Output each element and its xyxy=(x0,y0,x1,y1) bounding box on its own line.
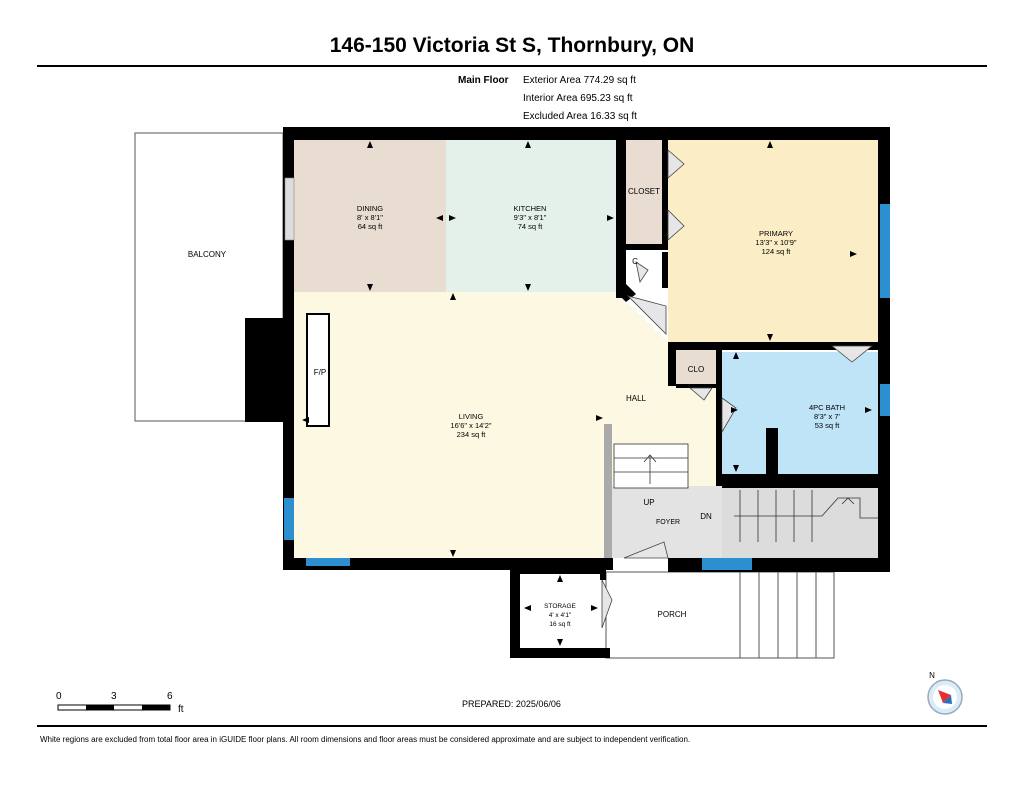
balcony-door xyxy=(284,177,295,241)
fireplace-label: F/P xyxy=(313,368,327,377)
room-living: LIVING 16'6" x 14'2" 234 sq ft xyxy=(450,412,491,439)
room-name: PRIMARY xyxy=(758,229,794,238)
north-label: N xyxy=(929,671,935,680)
room-name: STORAGE xyxy=(544,603,576,610)
closet-label: CLOSET xyxy=(627,187,661,196)
room-primary: PRIMARY 13'3" x 10'9" 124 sq ft xyxy=(755,229,796,256)
porch-label: PORCH xyxy=(657,610,687,619)
room-name: 4PC BATH xyxy=(808,403,846,412)
stairs-down-label: DN xyxy=(700,512,712,521)
room-dims: 4' x 4'1" xyxy=(548,612,572,619)
stairs-up-treads xyxy=(614,454,688,484)
footer-rule xyxy=(37,725,987,727)
kitchen-fill xyxy=(446,140,616,292)
scale-tick-0: 0 xyxy=(56,691,62,702)
fireplace-hearth xyxy=(306,313,330,427)
primary-fill xyxy=(668,140,880,342)
room-kitchen: KITCHEN 9'3" x 8'1" 74 sq ft xyxy=(514,204,547,231)
floor-name: Main Floor xyxy=(458,75,509,86)
exterior-area: Exterior Area 774.29 sq ft xyxy=(523,75,636,86)
stairs-down-treads xyxy=(734,490,878,542)
room-area: 74 sq ft xyxy=(517,222,543,231)
footer-note: White regions are excluded from total fl… xyxy=(40,735,691,744)
room-dims: 9'3" x 8'1" xyxy=(513,213,547,222)
room-name: KITCHEN xyxy=(513,204,547,213)
header-rule xyxy=(37,65,987,67)
doors xyxy=(601,149,874,629)
interior-area: Interior Area 695.23 sq ft xyxy=(523,93,633,104)
room-bath: 4PC BATH 8'3" x 7' 53 sq ft xyxy=(809,403,845,430)
room-name: LIVING xyxy=(458,412,484,421)
railing xyxy=(604,424,612,558)
room-area: 53 sq ft xyxy=(814,421,840,430)
area-summary: Exterior Area 774.29 sq ft Interior Area… xyxy=(523,72,637,126)
room-dims: 8'3" x 7' xyxy=(814,412,840,421)
c-closet-label: C xyxy=(632,257,638,266)
clo-fill xyxy=(676,350,716,386)
excluded-area: Excluded Area 16.33 sq ft xyxy=(523,111,637,122)
dimension-arrows xyxy=(302,141,872,646)
stairs-up-label: UP xyxy=(643,498,655,507)
stairs-up-fill xyxy=(613,443,689,489)
scale-bar xyxy=(57,704,171,711)
scale-tick-3: 3 xyxy=(111,691,117,702)
dining-fill xyxy=(294,140,446,292)
hall-label: HALL xyxy=(625,394,647,403)
clo-label: CLO xyxy=(687,365,705,374)
fireplace-block xyxy=(245,318,287,422)
porch-steps xyxy=(739,571,835,659)
porch-outline xyxy=(605,571,741,659)
compass xyxy=(927,679,963,715)
room-dining: DINING 8' x 8'1" 64 sq ft xyxy=(357,204,383,231)
scale-tick-6: 6 xyxy=(167,691,173,702)
room-area: 64 sq ft xyxy=(357,222,383,231)
room-name: DINING xyxy=(356,204,384,213)
foyer-label: FOYER xyxy=(655,519,681,526)
room-storage: STORAGE 4' x 4'1" 16 sq ft xyxy=(544,602,576,629)
room-area: 16 sq ft xyxy=(549,621,571,628)
storage-fill xyxy=(520,574,600,648)
bath-fill xyxy=(722,352,880,474)
living-fill xyxy=(294,292,716,558)
balcony-label: BALCONY xyxy=(187,250,227,259)
plan-title: 146-150 Victoria St S, Thornbury, ON xyxy=(329,34,695,57)
room-dims: 13'3" x 10'9" xyxy=(755,238,797,247)
room-area: 234 sq ft xyxy=(456,430,486,439)
foyer-fill xyxy=(612,486,722,558)
room-area: 124 sq ft xyxy=(761,247,791,256)
closet-fill xyxy=(626,140,662,244)
prepared-date: PREPARED: 2025/06/06 xyxy=(462,699,561,709)
scale-unit: ft xyxy=(178,704,184,715)
room-dims: 16'6" x 14'2" xyxy=(450,421,492,430)
windows xyxy=(284,204,890,570)
room-dims: 8' x 8'1" xyxy=(357,213,383,222)
stairs-down-fill xyxy=(722,488,878,558)
